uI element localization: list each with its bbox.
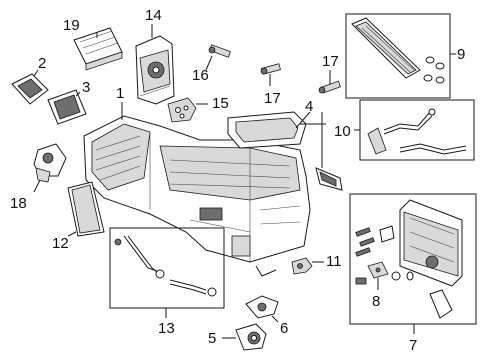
callout-19: 19 — [63, 17, 80, 34]
group-box-13 — [109, 227, 225, 309]
callout-14: 14 — [145, 7, 162, 24]
part-16-bracket — [208, 44, 231, 58]
callout-11: 11 — [326, 253, 342, 270]
callout-18: 18 — [10, 195, 27, 212]
part-3-outlet — [47, 89, 87, 125]
part-1-hvac-case — [83, 115, 311, 277]
callout-5: 5 — [208, 330, 216, 347]
part-6-mount — [245, 295, 279, 319]
part-4-filter-door — [227, 111, 307, 149]
callout-12: 12 — [52, 235, 69, 252]
part-8-sensor — [367, 261, 389, 279]
part-11-connector — [291, 257, 313, 275]
part-14-blower-housing — [135, 35, 175, 105]
part-15-actuator — [167, 97, 197, 123]
callout-6: 6 — [280, 320, 288, 337]
callout-17-a: 17 — [264, 90, 281, 107]
callout-16: 16 — [192, 67, 209, 84]
part-7-bolts — [355, 225, 414, 285]
callout-1: 1 — [116, 85, 124, 102]
part-17-sensor-a — [260, 63, 281, 75]
part-12-cabin-filter — [67, 181, 105, 237]
group-box-7 — [349, 193, 477, 325]
part-19-filter — [73, 27, 123, 71]
callout-13: 13 — [158, 320, 175, 337]
part-17-sensor-b — [318, 80, 341, 94]
callout-3: 3 — [82, 79, 90, 96]
group-box-9 — [345, 13, 451, 99]
callout-15: 15 — [212, 95, 229, 112]
callout-4: 4 — [305, 98, 313, 115]
part-18-motor — [33, 143, 67, 183]
part-9-heater-core — [351, 17, 445, 84]
callout-2: 2 — [38, 55, 46, 72]
callout-10: 10 — [334, 123, 351, 140]
part-10-pipes — [367, 108, 467, 155]
callout-8: 8 — [372, 293, 380, 310]
part-4-gasket — [315, 167, 343, 191]
part-5-lever — [235, 323, 267, 351]
callout-17-b: 17 — [322, 53, 339, 70]
part-7-evaporator — [399, 199, 463, 319]
part-13-hoses — [114, 235, 217, 297]
part-2-duct — [11, 73, 49, 105]
callout-9: 9 — [457, 46, 465, 63]
callout-7: 7 — [409, 337, 417, 354]
